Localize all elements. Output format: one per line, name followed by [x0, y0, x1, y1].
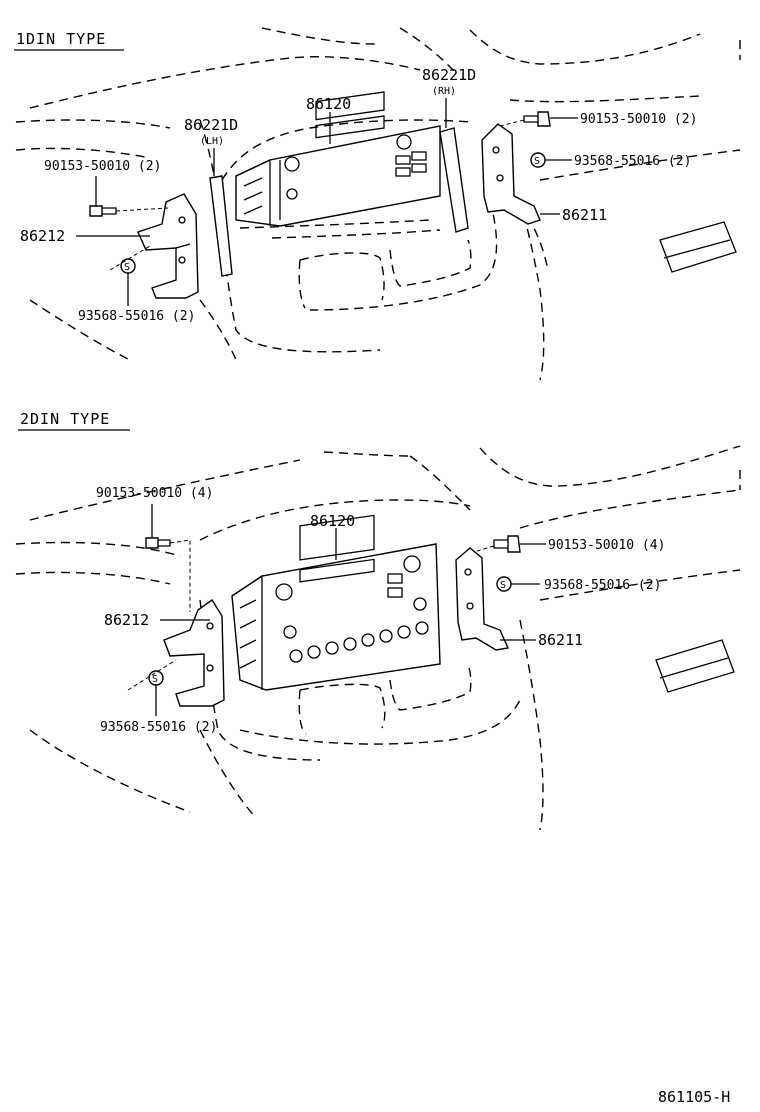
section-1din: 1DIN TYPE	[14, 27, 741, 381]
label-bracket-left-1din: 86212	[20, 227, 65, 245]
bracket-right-2din	[455, 547, 510, 651]
dashboard-outline-1din	[15, 27, 741, 381]
label-bolt-left-2din: 90153-50010 (4)	[96, 486, 213, 501]
label-bracket-right-2din: 86211	[538, 631, 583, 649]
bolt-right-1din	[499, 111, 578, 127]
label-spacer-rh: 86221D	[422, 66, 476, 84]
bolt-right-2din	[473, 535, 546, 553]
spacer-lh-1din	[209, 148, 233, 277]
screw-symbol-icon: S	[152, 674, 158, 685]
bracket-left-2din	[163, 598, 225, 707]
section-title-1din: 1DIN TYPE	[16, 30, 106, 48]
label-screw-left-2din: 93568-55016 (2)	[100, 720, 217, 735]
label-radio-2din: 86120	[310, 512, 355, 530]
section-2din: 2DIN TYPE	[15, 410, 741, 831]
radio-unit-2din	[231, 514, 441, 691]
screw-symbol-icon: S	[500, 580, 506, 591]
figure-code: 861105-H	[658, 1088, 730, 1106]
label-spacer-rh-side: (RH)	[432, 86, 456, 97]
screw-left-1din: S	[109, 245, 151, 306]
vent-1din	[659, 221, 737, 273]
label-screw-right-1din: 93568-55016 (2)	[574, 154, 691, 169]
screw-right-1din: S	[530, 152, 572, 168]
bracket-left-1din	[137, 193, 199, 299]
bolt-left-2din	[145, 504, 191, 612]
screw-right-2din: S	[496, 576, 540, 592]
label-bracket-right-1din: 86211	[562, 206, 607, 224]
label-screw-left-1din: 93568-55016 (2)	[78, 309, 195, 324]
label-bolt-left-1din: 90153-50010 (2)	[44, 159, 161, 174]
radio-unit-1din	[235, 91, 441, 227]
bracket-right-1din	[481, 123, 541, 225]
vent-2din	[655, 639, 735, 693]
label-spacer-lh-side: (LH)	[200, 136, 224, 147]
screw-symbol-icon: S	[124, 262, 130, 273]
section-title-2din: 2DIN TYPE	[20, 410, 110, 428]
bolt-left-1din	[89, 176, 169, 217]
label-radio-1din: 86120	[306, 95, 351, 113]
label-screw-right-2din: 93568-55016 (2)	[544, 578, 661, 593]
screw-symbol-icon: S	[534, 156, 540, 167]
label-bolt-right-2din: 90153-50010 (4)	[548, 538, 665, 553]
screw-left-2din: S	[127, 659, 177, 716]
spacer-rh-1din	[439, 98, 469, 233]
label-bracket-left-2din: 86212	[104, 611, 149, 629]
label-bolt-right-1din: 90153-50010 (2)	[580, 112, 697, 127]
label-spacer-lh: 86221D	[184, 116, 238, 134]
